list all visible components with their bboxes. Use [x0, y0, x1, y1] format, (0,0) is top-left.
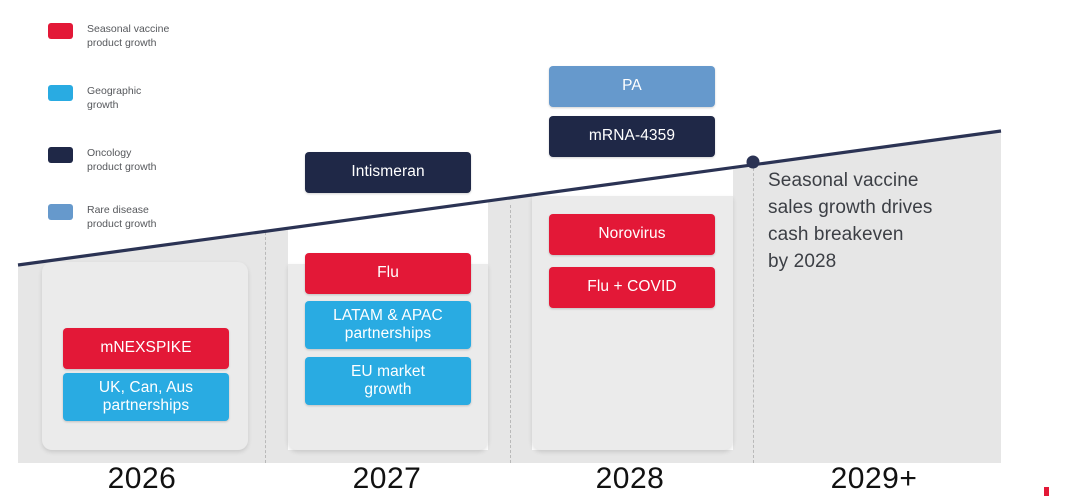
divider-2027-2028	[510, 205, 511, 463]
legend-item-geographic-growth: Geographic growth	[48, 84, 141, 112]
pill-intismeran[interactable]: Intismeran	[305, 152, 471, 193]
legend-label-rare-disease: Rare disease product growth	[87, 204, 157, 231]
year-label-2028: 2028	[595, 462, 665, 495]
pill-mrna-4359[interactable]: mRNA-4359	[549, 116, 715, 157]
pill-norovirus[interactable]: Norovirus	[549, 214, 715, 255]
pill-eu-market-growth[interactable]: EU market growth	[305, 357, 471, 405]
legend-swatch-rare-disease	[48, 204, 73, 220]
divider-2026-2027	[265, 232, 266, 463]
pill-mnexspike[interactable]: mNEXSPIKE	[63, 328, 229, 369]
pill-flu[interactable]: Flu	[305, 253, 471, 294]
legend-item-rare-disease: Rare disease product growth	[48, 203, 156, 231]
legend-label-geographic-growth: Geographic growth	[87, 85, 142, 112]
pill-flu-covid[interactable]: Flu + COVID	[549, 267, 715, 308]
breakeven-annotation: Seasonal vaccine sales growth drives cas…	[768, 170, 933, 272]
pill-latam-apac-partnerships[interactable]: LATAM & APAC partnerships	[305, 301, 471, 349]
legend-label-seasonal-vaccine: Seasonal vaccine product growth	[87, 23, 170, 50]
year-label-2027: 2027	[352, 462, 422, 495]
legend-item-seasonal-vaccine: Seasonal vaccine product growth	[48, 22, 169, 50]
legend-item-oncology: Oncology product growth	[48, 146, 156, 174]
year-label-2026: 2026	[107, 462, 177, 495]
legend-swatch-seasonal-vaccine	[48, 23, 73, 39]
corner-accent-mark	[1044, 487, 1049, 496]
year-label-2029-plus: 2029+	[830, 462, 918, 495]
pill-uk-can-aus-partnerships[interactable]: UK, Can, Aus partnerships	[63, 373, 229, 421]
legend-swatch-oncology	[48, 147, 73, 163]
legend-label-oncology: Oncology product growth	[87, 147, 157, 174]
pill-pa[interactable]: PA	[549, 66, 715, 107]
legend-swatch-geographic-growth	[48, 85, 73, 101]
divider-2028-2029	[753, 163, 754, 463]
